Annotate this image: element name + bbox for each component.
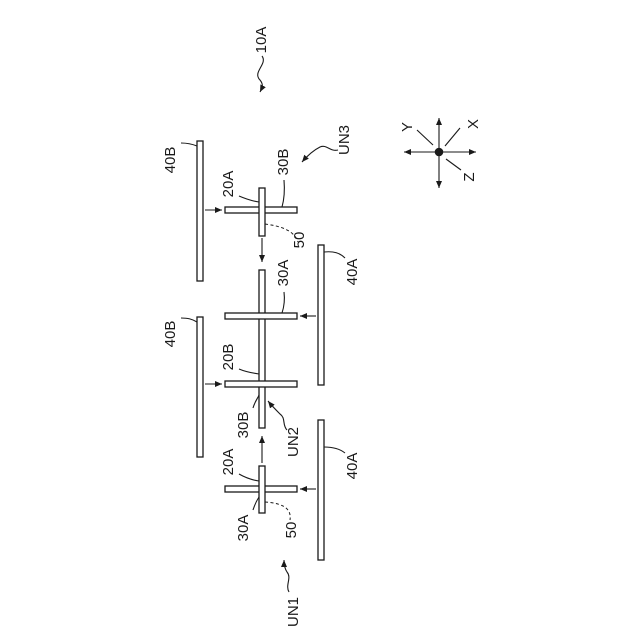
label-20b-un2: 20B — [220, 344, 237, 371]
label-un2: UN2 — [285, 427, 302, 457]
label-40b-top: 40B — [162, 147, 179, 174]
label-20a-un1: 20A — [220, 449, 237, 476]
leader-20b-un2 — [239, 369, 259, 374]
leader-30b-un2 — [253, 395, 259, 408]
leader-un1 — [284, 560, 289, 592]
plate-20b-un2 — [259, 270, 265, 428]
leader-30a-un1 — [253, 497, 259, 510]
plate-30a-un1 — [259, 466, 265, 513]
label-un1: UN1 — [285, 597, 302, 627]
leader-un2 — [268, 401, 287, 430]
label-50-un3: 50 — [291, 232, 308, 249]
axis-z-leader — [446, 159, 461, 170]
label-40a-middle: 40A — [344, 259, 361, 286]
plate-40a-middle — [318, 245, 324, 385]
label-40b-middle: 40B — [162, 321, 179, 348]
leader-40b-top — [181, 143, 197, 146]
axis-x-label: X — [465, 119, 482, 129]
plate-20a-un3 — [259, 188, 265, 236]
figure-label: 10A — [253, 27, 270, 54]
label-50-un1: 50 — [283, 522, 300, 539]
leader-40b-middle — [181, 318, 197, 322]
leader-40a-middle — [324, 252, 345, 258]
leader-30b-un3 — [282, 180, 284, 207]
plate-40b-top — [197, 141, 203, 281]
leader-20a-un3 — [239, 196, 259, 202]
label-30b-un3: 30B — [275, 149, 292, 176]
leader-un3 — [302, 146, 338, 162]
leader-40a-bottom — [324, 447, 345, 453]
label-30b-un2: 30B — [235, 412, 252, 439]
axis-x-leader — [445, 128, 460, 146]
axis-y-leader — [417, 130, 433, 145]
label-30a-un2: 30A — [275, 260, 292, 287]
plate-30b-un2 — [225, 381, 297, 387]
figure-label-squiggle — [258, 56, 264, 92]
axis-y-label: Y — [399, 122, 416, 132]
leader-30a-un2 — [282, 292, 284, 313]
plate-40a-bottom — [318, 420, 324, 560]
axis-indicator: Y X Z — [399, 118, 482, 188]
label-20a-un3: 20A — [220, 171, 237, 198]
label-30a-un1: 30A — [235, 515, 252, 542]
axis-z-label: Z — [461, 172, 478, 181]
axis-origin-dot — [435, 148, 444, 157]
leader-20a-un1 — [239, 474, 259, 481]
label-40a-bottom: 40A — [344, 453, 361, 480]
label-un3: UN3 — [336, 125, 353, 155]
plate-40b-middle — [197, 317, 203, 457]
plate-30a-un2 — [225, 313, 297, 319]
leader-50-un1 — [265, 502, 290, 520]
